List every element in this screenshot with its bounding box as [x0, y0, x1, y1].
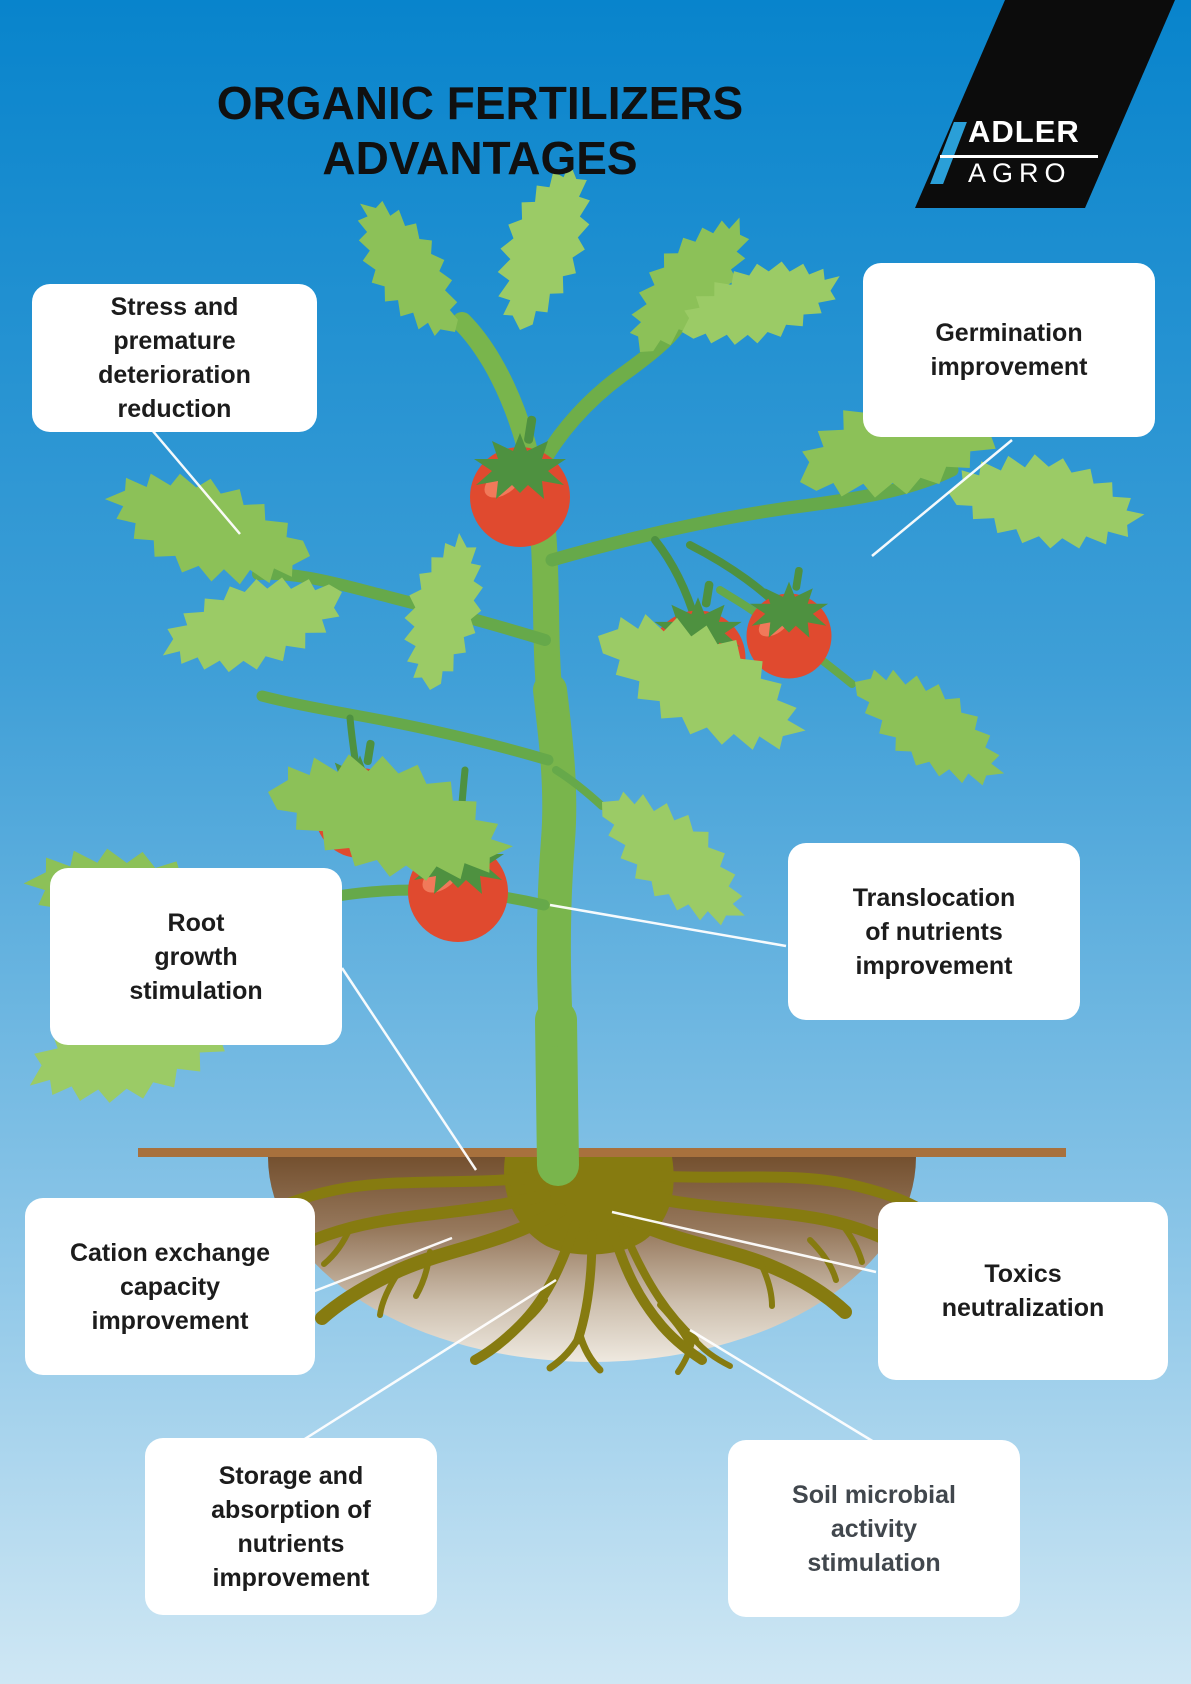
logo-brand-top: ADLER — [968, 114, 1080, 149]
callout-germination-improvement: Germination improvement — [863, 263, 1155, 437]
callout-toxics-neutralization: Toxics neutralization — [878, 1202, 1168, 1380]
logo-brand-bottom: AGRO — [968, 158, 1072, 188]
callout-root-growth-stimulation: Root growth stimulation — [50, 868, 342, 1045]
callout-stress-reduction: Stress and premature deterioration reduc… — [32, 284, 317, 432]
connector-line-root — [340, 967, 478, 1171]
logo-divider — [940, 155, 1098, 158]
callout-soil-microbial-activity: Soil microbial activity stimulation — [728, 1440, 1020, 1617]
connector-line-stress — [151, 429, 241, 535]
callout-storage-absorption-nutrients: Storage and absorption of nutrients impr… — [145, 1438, 437, 1615]
connector-line-storage — [299, 1278, 557, 1444]
soil-surface-line — [138, 1148, 1066, 1157]
connector-line-toxics — [611, 1210, 877, 1274]
callout-translocation-of-nutrients: Translocation of nutrients improvement — [788, 843, 1080, 1020]
connector-line-germination — [871, 439, 1013, 557]
callout-cation-exchange-capacity: Cation exchange capacity improvement — [25, 1198, 315, 1375]
page-title: ORGANIC FERTILIZERS ADVANTAGES — [216, 77, 744, 185]
connector-line-translocation — [549, 903, 787, 948]
connector-line-microbial — [689, 1328, 875, 1444]
connector-lines — [151, 429, 1013, 1444]
connector-line-cation — [311, 1236, 453, 1294]
